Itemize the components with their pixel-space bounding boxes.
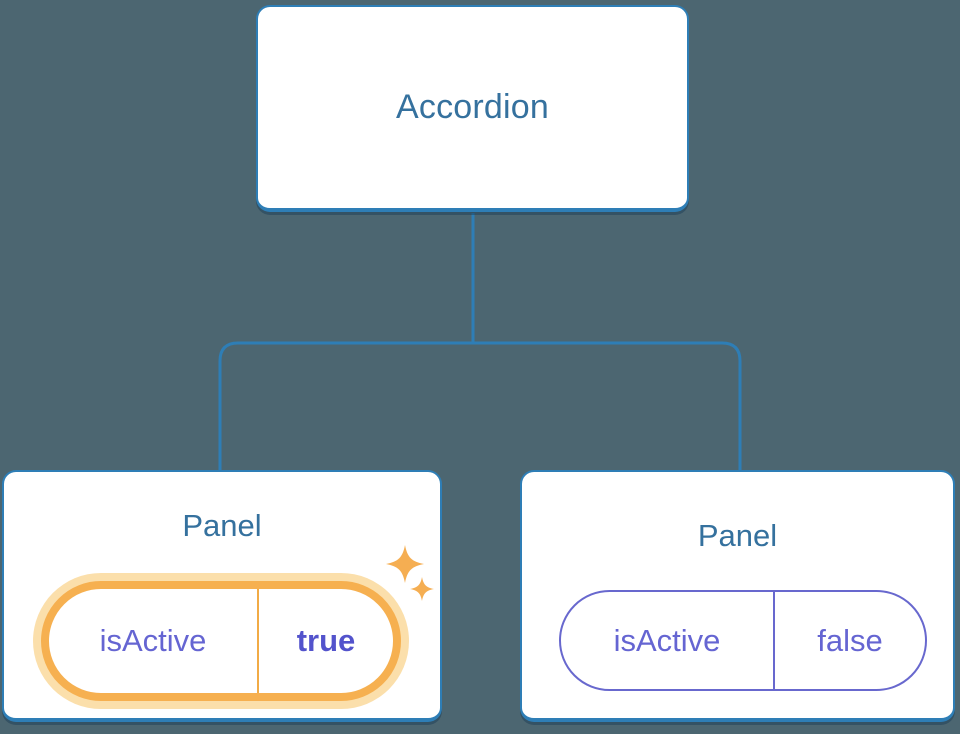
state-key: isActive: [99, 623, 207, 658]
accordion-node: Accordion: [256, 5, 689, 212]
panel-label: Panel: [697, 518, 778, 553]
panel-label: Panel: [182, 508, 262, 543]
panel-node-inactive: Panel isActive false: [520, 470, 955, 722]
sparkle-icon-large: [386, 545, 424, 583]
state-value: true: [296, 623, 356, 658]
state-pill-inactive: isActive false: [559, 590, 927, 691]
pill-divider: [773, 592, 775, 689]
sparkle-icon-small: [410, 577, 434, 601]
state-pill-active: isActive true: [41, 581, 401, 701]
state-value: false: [817, 622, 883, 658]
panel-node-active: Panel isActive true: [2, 470, 442, 722]
pill-divider: [257, 589, 259, 693]
state-key: isActive: [613, 622, 721, 658]
accordion-label: Accordion: [396, 88, 549, 126]
